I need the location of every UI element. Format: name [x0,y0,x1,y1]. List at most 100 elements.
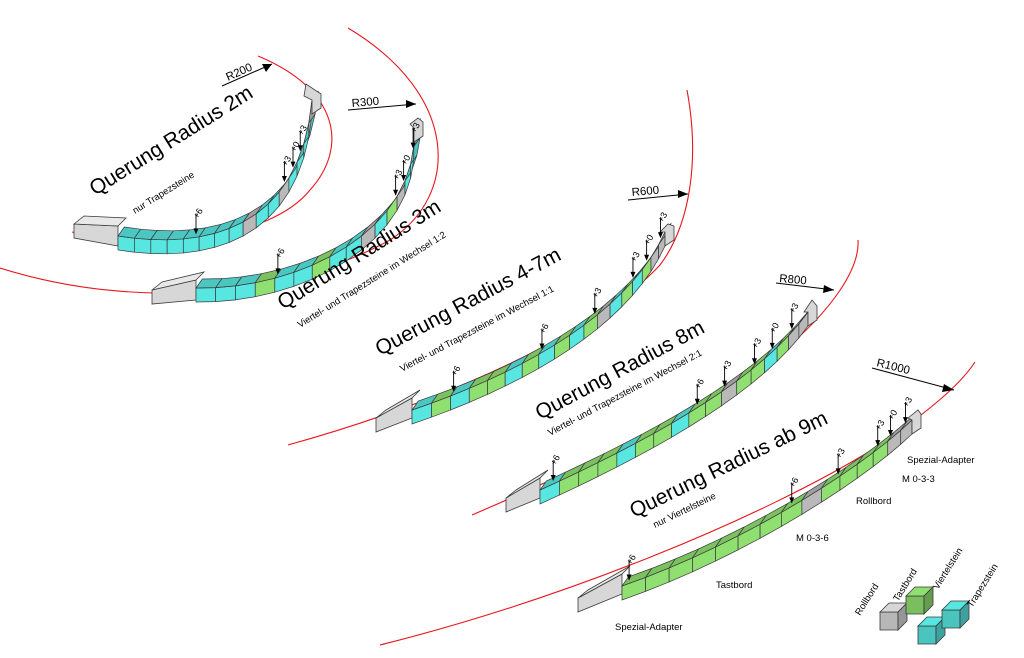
curve-r300 [0,27,439,294]
spezial-adapter-end [907,409,922,435]
legend-cubes [879,586,970,645]
legend-cube-trapezstein [941,600,970,629]
block-front [166,238,184,255]
height-mark: +0 [642,233,655,261]
height-mark: +3 [656,210,670,239]
spezial-adapter-top [577,565,631,599]
height-mark: +3 [787,301,801,330]
mark-arrow-icon [592,307,598,314]
mark-arrow-icon [401,175,407,181]
height-mark-label: +3 [295,123,309,137]
height-mark-label: +6 [537,322,551,336]
height-mark: +3 [408,121,422,149]
mark-arrow-icon [657,232,663,239]
radius-dimension-r1000: R1000 [871,357,955,392]
subtitle-radius-2m: nur Trapezsteine [131,170,197,217]
height-mark: +3 [901,395,914,424]
arrowhead-icon [823,285,834,293]
height-mark-label: +3 [787,301,801,315]
arrowhead-icon [942,384,954,392]
mark-arrow-icon [290,161,296,168]
height-mark-label: +6 [548,453,562,467]
mark-arrow-icon [887,429,893,436]
height-mark-label: +6 [787,475,801,489]
height-mark-label: +6 [692,377,706,391]
block-front [798,310,809,339]
legend-rollbord: Rollbord [853,582,881,618]
label-spezial-adapter-top: Spezial-Adapter [907,455,975,466]
height-mark: +3 [295,123,309,152]
radius-label-r200: R200 [224,62,254,84]
mark-arrow-icon [694,398,700,405]
spezial-adapter-block [73,223,119,247]
height-mark: +3 [590,286,604,314]
mark-arrow-icon [722,380,728,387]
radius-label-r600: R600 [631,185,659,199]
height-mark-label: +3 [628,250,642,264]
height-mark-label: +6 [449,364,463,378]
height-mark: +6 [787,475,801,504]
height-mark: +0 [399,153,412,181]
title-radius-8m: Querung Radius 8m [532,316,709,425]
mark-arrow-icon [393,189,399,196]
label-tastbord: Tastbord [716,580,752,591]
arrowhead-icon [678,190,688,198]
height-mark: +3 [720,359,734,387]
radius-dimension-r300: R300 [347,96,417,111]
radius-dimension-r600: R600 [627,185,689,201]
mark-arrow-icon [789,497,795,504]
spezial-adapter-end [303,83,322,115]
height-mark: +6 [692,377,706,405]
mark-arrow-icon [539,343,545,350]
block-row-r47: +6+6+3+3+3+0 [375,210,675,433]
height-mark: +3 [833,446,847,475]
radius-curves [0,27,976,646]
height-mark-label: +3 [656,210,670,224]
radius-dimension-r200: R200 [221,62,273,87]
legend-viertelstein: Viertelstein [931,546,965,592]
height-mark-label: +6 [624,553,638,567]
block-front [641,256,652,285]
height-mark-label: +6 [191,206,205,220]
height-mark-label: +3 [720,359,734,373]
legend-cube-viertelstein-small [917,616,946,645]
height-mark: +3 [750,336,763,365]
spezial-adapter-top [151,271,206,291]
spezial-adapter-end [409,117,424,143]
height-mark-label: +0 [288,140,302,154]
height-mark-label: +3 [279,154,293,168]
radius-label-r800: R800 [779,273,807,287]
height-mark: +6 [537,322,551,350]
height-mark: +3 [391,168,404,196]
block-row-r2: +6+3+3+0 [72,83,322,255]
height-mark-label: +0 [886,408,900,422]
block-front [117,235,135,253]
mark-arrow-icon [281,175,287,182]
height-mark: +6 [548,453,562,481]
spezial-adapter-top [505,469,549,499]
mark-arrow-icon [630,271,636,278]
label-m-0-3-6: M 0-3-6 [796,533,829,544]
height-mark-label: +6 [273,246,287,260]
radius-dimension-r800: R800 [775,273,835,293]
height-mark: +0 [288,140,302,168]
height-mark: +3 [279,154,293,182]
mark-arrow-icon [835,468,841,475]
mark-arrow-icon [410,142,416,149]
curve-r1000 [379,361,976,646]
height-mark-label: +3 [873,418,887,432]
mark-arrow-icon [902,417,908,424]
legend-trapezstein: Trapezstein [965,562,1000,610]
block-front [215,285,236,303]
mark-arrow-icon [644,254,650,261]
radius-label-r300: R300 [351,96,379,110]
legend-cube-rollbord [879,602,908,631]
height-mark: +6 [273,246,287,275]
mark-arrow-icon [275,268,281,275]
block-row-r3: +6+3+3+0 [151,117,424,305]
height-mark-label: +3 [590,286,604,300]
legend: Rollbord Tastbord Viertelstein Trapezste… [853,546,1001,645]
spezial-adapter-end [803,299,818,327]
arrowhead-icon [262,64,272,72]
height-mark: +3 [873,418,887,447]
